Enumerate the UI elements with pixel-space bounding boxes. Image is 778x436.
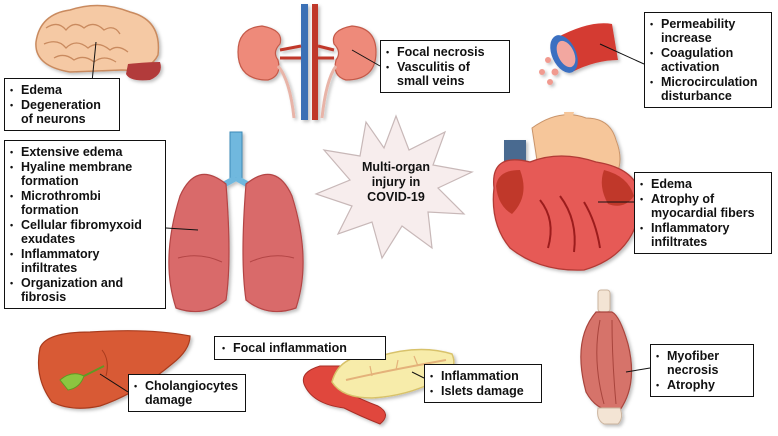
liver-findings-box: Cholangiocytes damage <box>128 374 246 412</box>
liver-icon <box>37 330 191 409</box>
lung-finding-5: Inflammatory infiltrates <box>9 247 159 275</box>
vessel-finding-2: Coagulation activation <box>649 46 765 74</box>
kidney-finding-1: Focal necrosis <box>385 45 503 59</box>
lung-finding-3: Microthrombi formation <box>9 189 159 217</box>
lung-findings-box: Extensive edema Hyaline membrane formati… <box>4 140 166 309</box>
heart-finding-2: Atrophy of myocardial fibers <box>639 192 765 220</box>
pancreas-top-label-box: Focal inflammation <box>214 336 386 360</box>
center-title-line-1: Multi-organ <box>361 160 431 174</box>
muscle-finding-2: Atrophy <box>655 378 747 392</box>
muscle-findings-box: Myofiber necrosis Atrophy <box>650 344 754 397</box>
blood-vessel-icon <box>539 23 618 85</box>
pancreas-finding-2: Islets damage <box>429 384 535 398</box>
muscle-icon <box>580 289 633 425</box>
lung-finding-6: Organization and fibrosis <box>9 276 159 304</box>
vessel-findings-box: Permeability increase Coagulation activa… <box>644 12 772 108</box>
pancreas-icon <box>302 348 455 425</box>
center-starburst <box>314 114 474 260</box>
pancreas-findings-box: Inflammation Islets damage <box>424 364 542 403</box>
kidney-findings-box: Focal necrosis Vasculitis of small veins <box>380 40 510 93</box>
kidney-finding-2: Vasculitis of small veins <box>385 60 503 88</box>
heart-findings-box: Edema Atrophy of myocardial fibers Infla… <box>634 172 772 254</box>
heart-icon <box>492 112 642 271</box>
lungs-icon <box>168 131 304 313</box>
heart-finding-3: Inflammatory infiltrates <box>639 221 765 249</box>
vessel-finding-1: Permeability increase <box>649 17 765 45</box>
kidney-icon <box>237 4 377 120</box>
brain-finding-2: Degeneration of neurons <box>9 98 113 126</box>
center-title-line-3: COVID-19 <box>367 190 425 204</box>
lung-finding-1: Extensive edema <box>9 145 159 159</box>
brain-finding-1: Edema <box>9 83 113 97</box>
muscle-finding-1: Myofiber necrosis <box>655 349 747 377</box>
lung-finding-4: Cellular fibromyxoid exudates <box>9 218 159 246</box>
pancreas-top-finding: Focal inflammation <box>221 341 379 355</box>
pancreas-finding-1: Inflammation <box>429 369 535 383</box>
center-title: Multi-organ injury in COVID-19 <box>346 160 446 205</box>
brain-icon <box>35 4 161 81</box>
heart-finding-1: Edema <box>639 177 765 191</box>
vessel-finding-3: Microcirculation disturbance <box>649 75 765 103</box>
center-title-line-2: injury in <box>371 175 421 189</box>
lung-finding-2: Hyaline membrane formation <box>9 160 159 188</box>
liver-finding-1: Cholangiocytes damage <box>133 379 239 407</box>
brain-findings-box: Edema Degeneration of neurons <box>4 78 120 131</box>
